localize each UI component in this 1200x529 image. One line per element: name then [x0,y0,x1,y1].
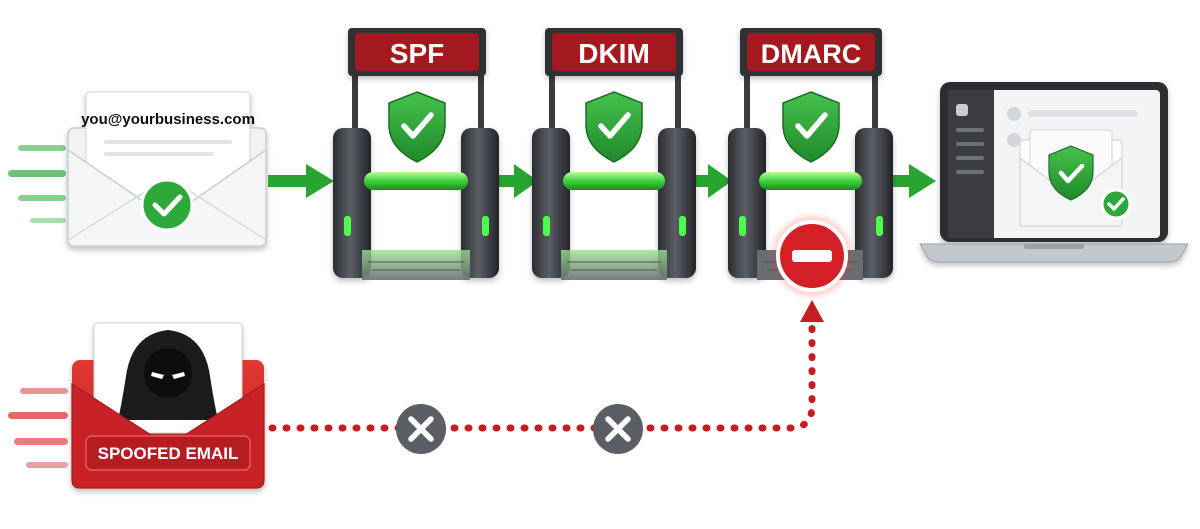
gate-post-left [333,128,371,278]
spoofed-label: SPOOFED EMAIL [98,444,239,463]
x-circle-icon [396,404,446,454]
shield-check-icon [1048,145,1094,201]
sender-address: you@yourbusiness.com [81,111,255,128]
speed-lines-red [8,388,68,468]
flow-arrows [268,164,936,198]
laptop-base [919,243,1189,263]
spoofed-label-box [85,435,251,471]
check-icon [1100,188,1132,220]
gate-post-right [658,128,696,278]
gate-label-dkim: DKIM [578,38,650,69]
check-icon [140,178,194,232]
shield-check-icon [782,91,840,163]
shield-check-icon [585,91,643,163]
inbox-envelope [1019,129,1132,227]
hooded-hacker-icon [118,330,218,420]
gate-post-right [855,128,893,278]
gate-spf: SPF [333,28,499,280]
legit-envelope: you@yourbusiness.com [67,91,267,247]
x-circle-icon [593,404,643,454]
speed-lines-green [8,145,66,223]
flow-arrow-2 [498,164,538,198]
gate-post-left [728,128,766,278]
gate-banner [552,33,676,71]
gate-barrier [563,172,665,190]
gate-barrier [759,172,862,190]
gate-banner [355,33,479,71]
gate-banner [747,33,875,71]
gate-label-dmarc: DMARC [761,39,862,69]
gate-post-left [532,128,570,278]
gate-post-right [461,128,499,278]
flow-arrow-1 [268,164,334,198]
gate-label-spf: SPF [390,38,444,69]
gate-barrier [364,172,468,190]
laptop-sidebar [948,90,994,238]
spoofed-path-arrowhead [800,300,824,322]
gate-dmarc: DMARC [728,28,893,300]
shield-check-icon [388,91,446,163]
spoofed-envelope: SPOOFED EMAIL [71,322,265,489]
spoofed-path [268,300,824,432]
flow-arrow-3 [692,164,732,198]
legit-sender: you@yourbusiness.com [8,91,267,247]
spoofed-sender: SPOOFED EMAIL [8,322,265,489]
no-entry-icon [768,212,856,300]
laptop-inbox [919,82,1189,263]
gate-dkim: DKIM [532,28,696,280]
flow-arrow-4 [887,164,936,198]
